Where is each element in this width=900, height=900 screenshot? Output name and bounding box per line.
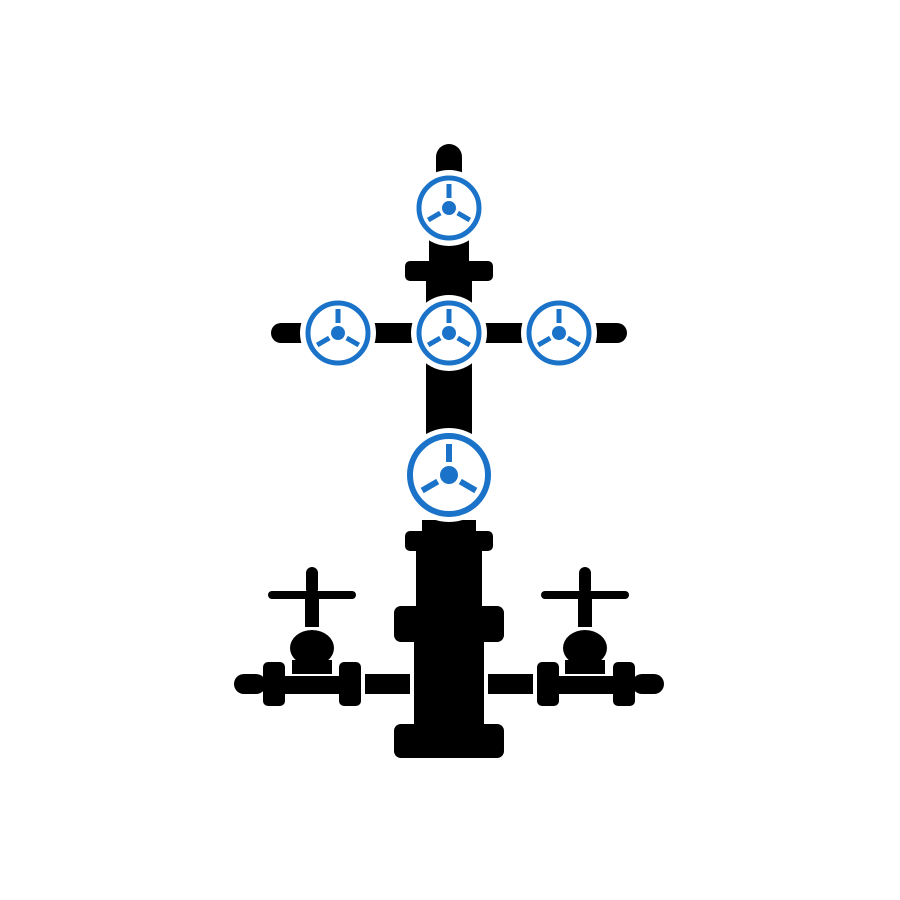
- valve-handwheel-icon: [402, 428, 496, 522]
- flange-icon: [394, 724, 504, 758]
- gate-valve-icon: [488, 567, 664, 706]
- flange-icon: [405, 261, 493, 281]
- valve-handwheel-icon: [411, 170, 487, 246]
- valve-handwheel-icon: [300, 295, 376, 371]
- flange-icon: [394, 606, 504, 642]
- flange-icon: [405, 531, 493, 551]
- pipe-icon: [414, 520, 484, 730]
- gate-valve-icon: [234, 567, 410, 706]
- valve-handwheel-icon: [521, 295, 597, 371]
- valve-handwheel-icon: [411, 295, 487, 371]
